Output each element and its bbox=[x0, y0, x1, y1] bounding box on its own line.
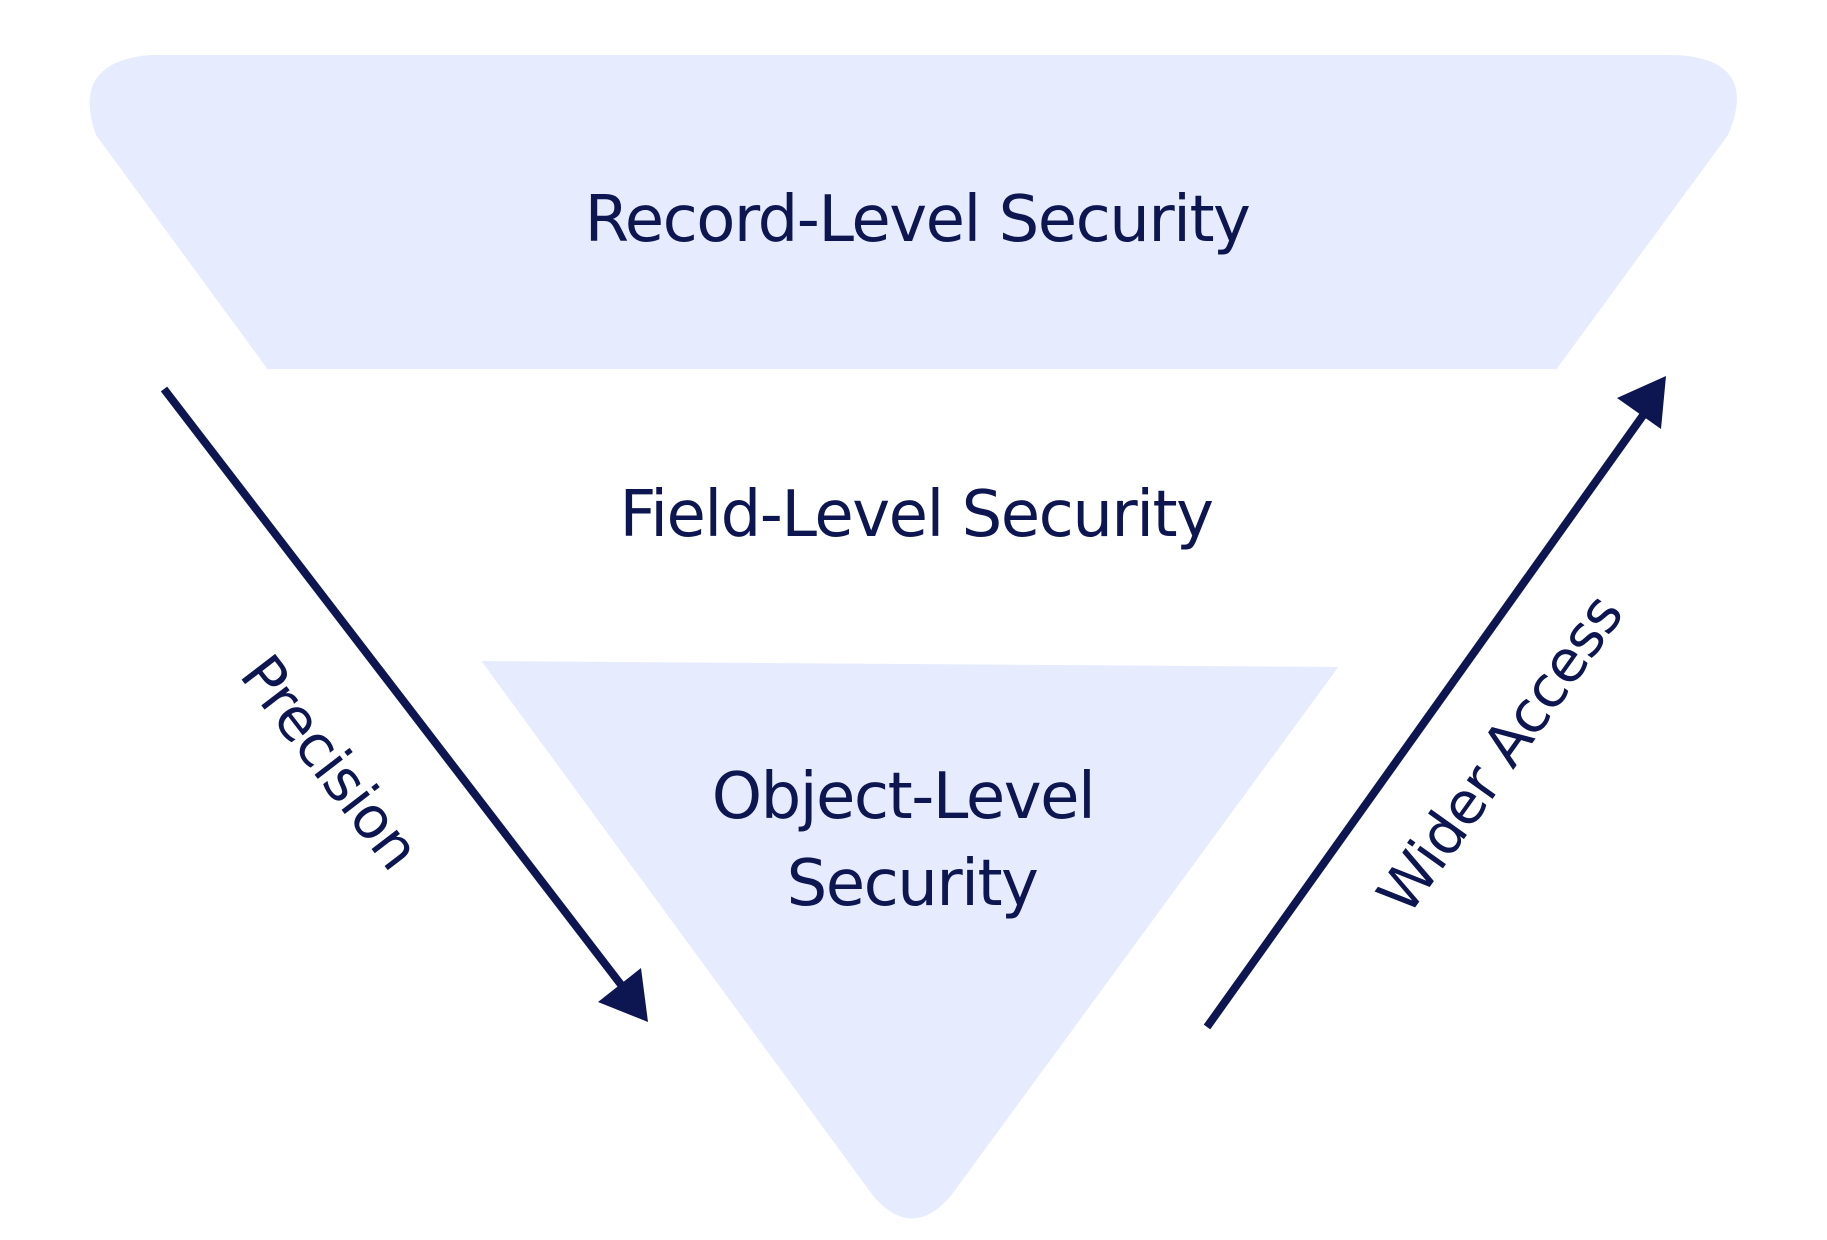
object-level-label-line2: Security bbox=[787, 847, 1038, 921]
precision-label: Precision bbox=[227, 642, 433, 882]
record-level-band bbox=[89, 55, 1737, 369]
wider-access-arrowhead-icon bbox=[1617, 376, 1666, 429]
precision-arrowhead-icon bbox=[598, 968, 648, 1022]
wider-access-arrow-shaft bbox=[1203, 411, 1648, 1030]
wider-access-arrow bbox=[1203, 376, 1666, 1030]
object-level-label-line1: Object-Level bbox=[712, 760, 1094, 834]
object-level-band bbox=[89, 661, 1737, 1219]
precision-arrow bbox=[160, 386, 648, 1022]
field-level-label: Field-Level Security bbox=[620, 478, 1213, 552]
precision-arrow-shaft bbox=[160, 386, 626, 989]
record-level-label: Record-Level Security bbox=[585, 183, 1250, 257]
